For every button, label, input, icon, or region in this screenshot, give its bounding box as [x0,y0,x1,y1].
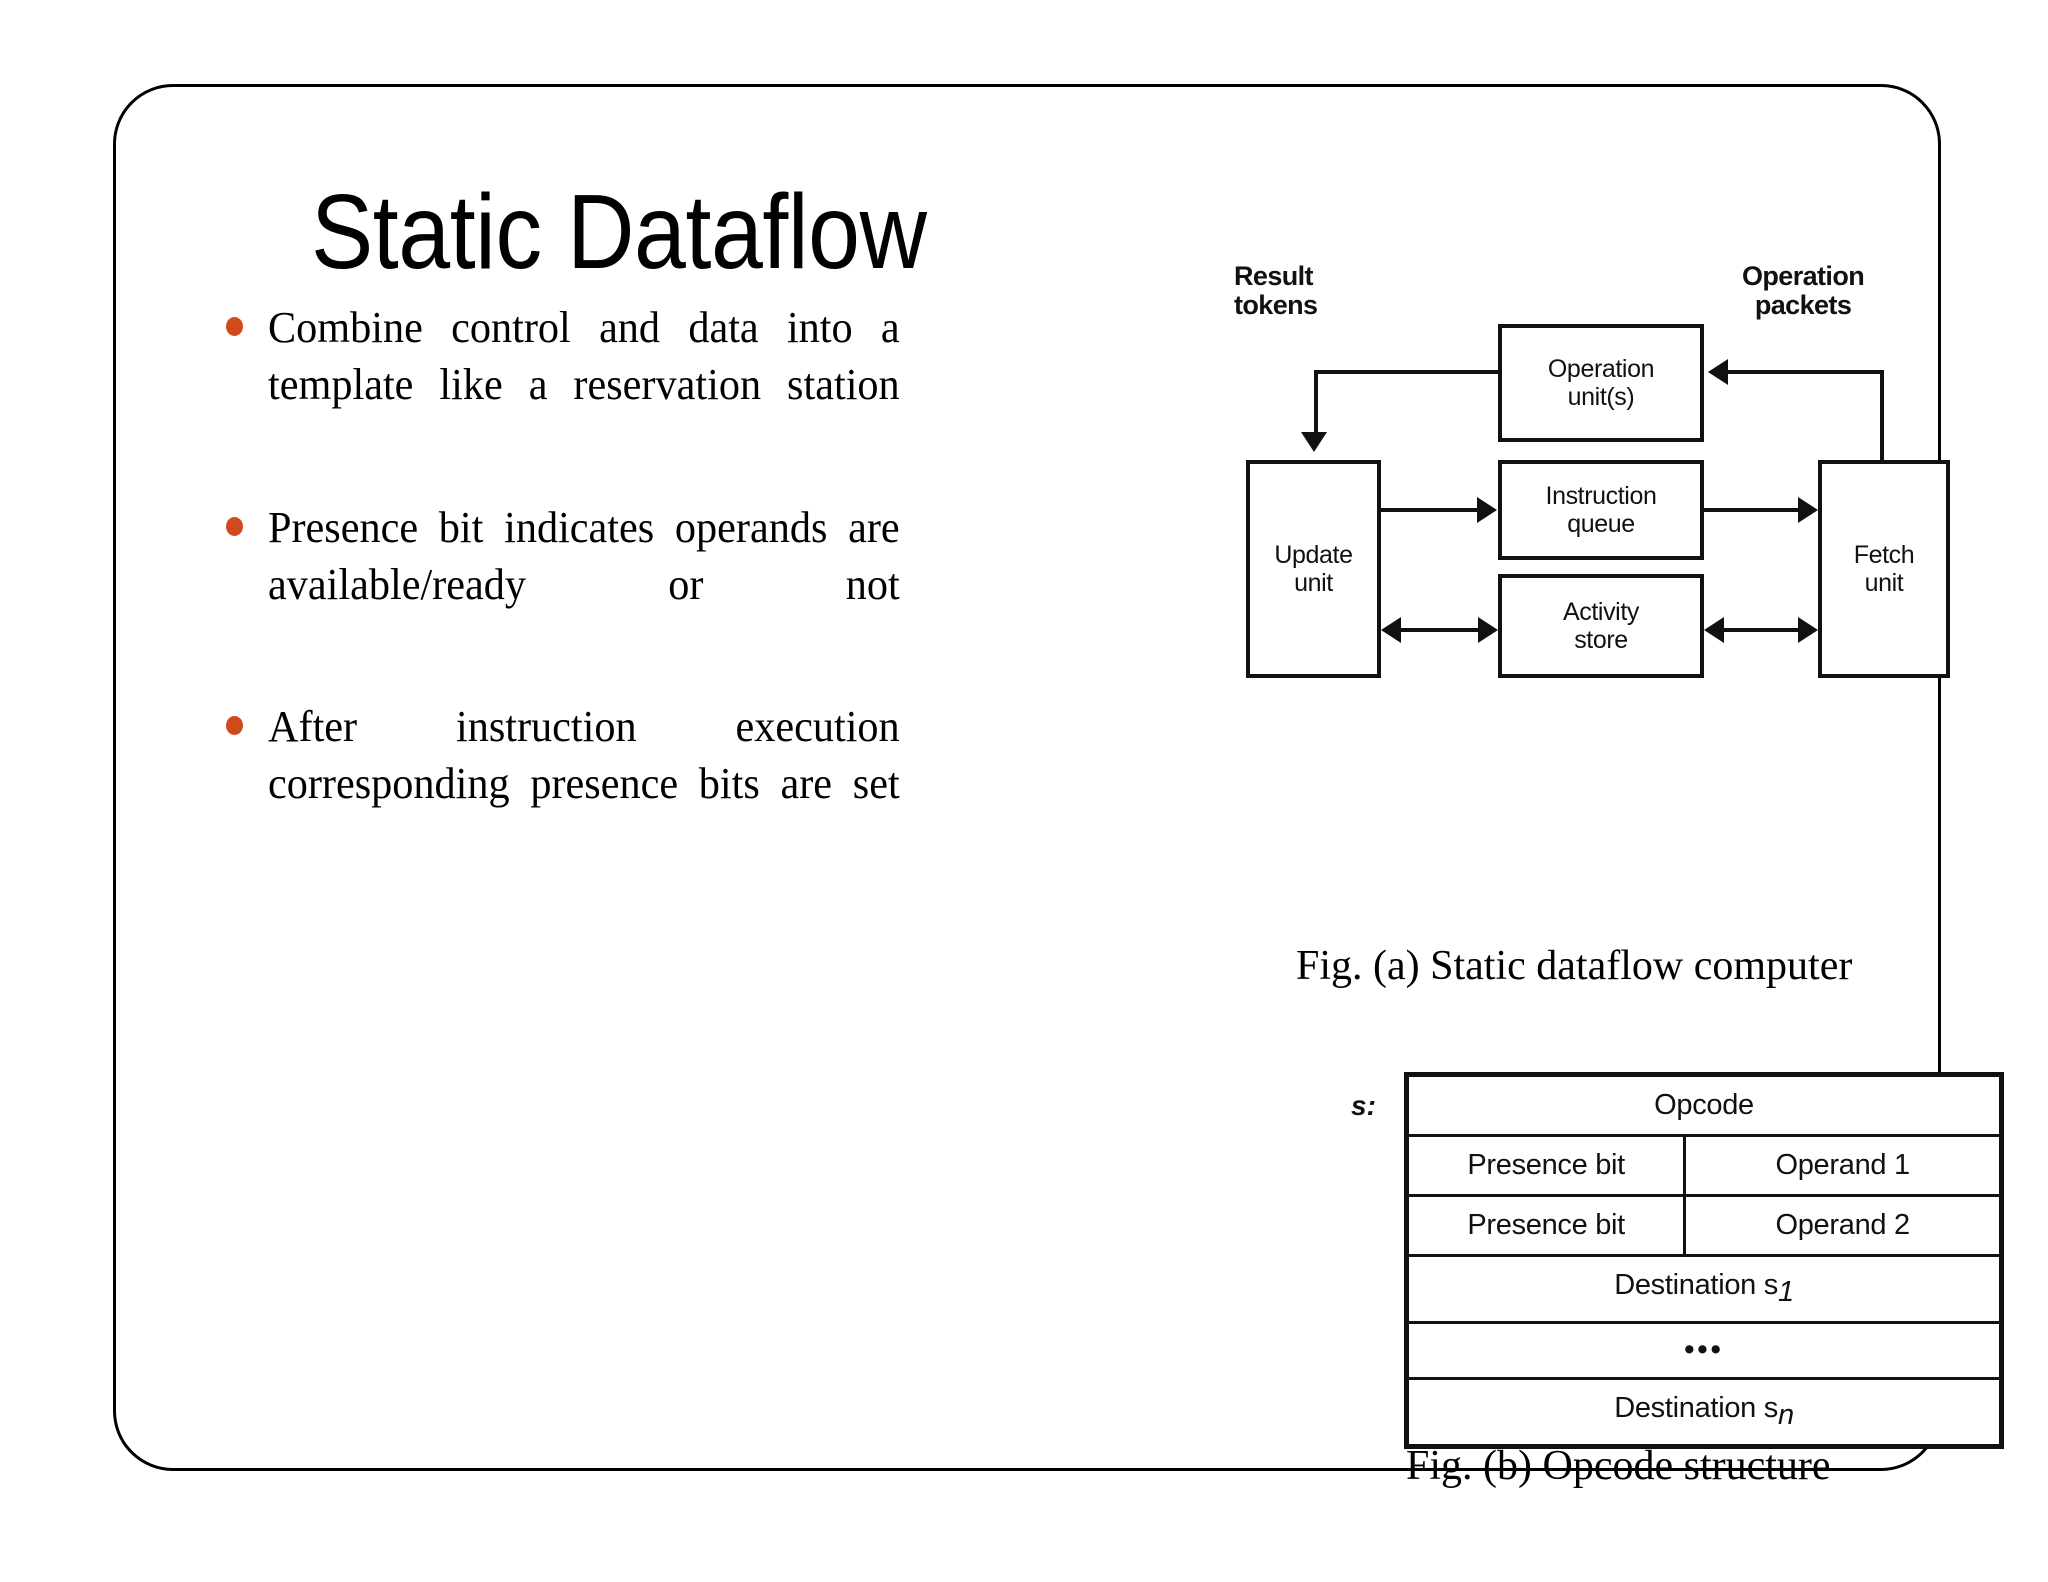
table-row: Presence bit Operand 2 [1409,1197,1999,1257]
list-item: Combine control and data into a template… [226,299,926,471]
cell-presence-bit-2: Presence bit [1409,1197,1687,1254]
bullet-dot-icon [226,516,252,536]
cell-operand-1: Operand 1 [1775,1149,1910,1181]
table-row: Destination sn [1409,1380,1999,1444]
diagram-box-operation-unit: Operation unit(s) [1498,324,1704,442]
arrowhead-down-update [1301,432,1327,452]
label-s: s: [1351,1090,1376,1121]
figure-static-dataflow-computer: Result tokens Operation packets Operatio… [1226,261,1950,678]
cell-presence-bit-1: Presence bit [1409,1137,1687,1194]
arrowhead-left-activity [1704,617,1724,643]
connector-opunit-to-update [1314,370,1500,374]
destination-subscript: 1 [1777,1275,1794,1308]
table-row: Opcode [1409,1077,1999,1137]
connector-queue-to-fetch [1704,508,1798,512]
destination-text: Destination s [1614,1391,1778,1424]
figure-b-caption: Fig. (b) Opcode structure [1406,1443,1831,1489]
arrowhead-right-fetchunit [1798,617,1818,643]
arrowhead-left-opunit [1708,359,1728,385]
diagram-box-instruction-queue: Instruction queue [1498,460,1704,560]
label-operation-packets: Operation packets [1742,261,1865,321]
bullet-dot-icon [226,317,252,336]
figure-opcode-structure: s: Opcode Presence bit Operand 1 Presenc… [1346,1072,2006,1449]
connector-fetch-to-opunit-horz [1728,370,1882,374]
list-item: After instruction execution correspondin… [226,698,926,870]
connector-update-activity [1399,628,1479,632]
diagram-box-update-unit: Update unit [1246,460,1381,678]
arrowhead-right-fetch [1798,497,1818,523]
arrowhead-right-queue [1477,497,1497,523]
bullet-text: After instruction execution correspondin… [268,702,900,809]
bullet-text: Combine control and data into a template… [268,303,900,410]
destination-text: Destination s [1614,1269,1778,1301]
destination-subscript: n [1777,1398,1794,1431]
table-row: Destination s1 [1409,1257,1999,1324]
label-result-tokens: Result tokens [1234,261,1318,321]
cell-opcode: Opcode [1654,1089,1754,1121]
slide-frame: Static Dataflow Combine control and data… [113,84,2004,1489]
bullet-text: Presence bit indicates operands are avai… [268,502,900,609]
table-row: ••• [1409,1324,1999,1380]
connector-fetch-to-opunit-vert [1880,370,1884,462]
page-title: Static Dataflow [311,173,927,291]
bullet-dot-icon [226,716,252,736]
arrowhead-right-activity [1478,617,1498,643]
connector-activity-fetch [1722,628,1800,632]
arrowhead-left-update [1381,617,1401,643]
list-item: Presence bit indicates operands are avai… [226,499,926,671]
diagram-box-activity-store: Activity store [1498,574,1704,678]
bullet-list: Combine control and data into a template… [226,299,926,898]
cell-destination-last: Destination sn [1409,1380,1999,1444]
cell-destination-first: Destination s1 [1409,1257,1999,1321]
cell-ellipsis: ••• [1684,1333,1724,1366]
connector-update-to-queue [1381,508,1477,512]
opcode-structure-table: Opcode Presence bit Operand 1 Presence b… [1404,1072,2004,1449]
table-row: Presence bit Operand 1 [1409,1137,1999,1197]
connector-opunit-to-update-vert [1314,370,1318,432]
cell-operand-2: Operand 2 [1775,1209,1910,1241]
figure-a-caption: Fig. (a) Static dataflow computer [1296,943,1853,989]
diagram-box-fetch-unit: Fetch unit [1818,460,1950,678]
